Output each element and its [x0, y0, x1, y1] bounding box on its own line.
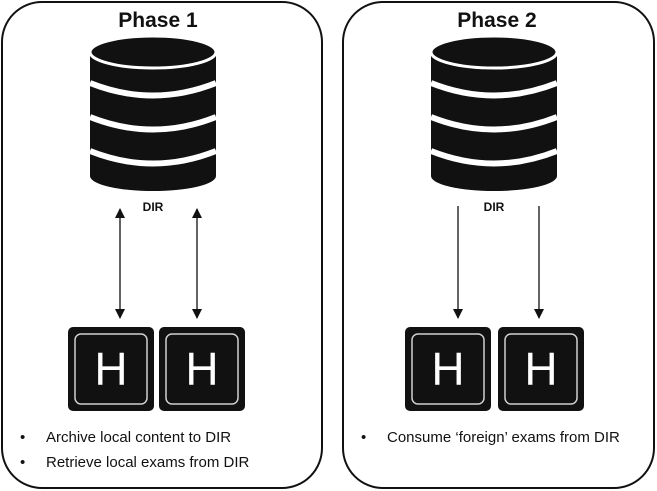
phase-1-panel: Phase 1 DIR H H • Archive local content … [1, 1, 323, 489]
database-icon [88, 34, 218, 191]
h-letter: H [524, 343, 557, 395]
phase-2-panel: Phase 2 DIR H H • Consume ‘foreign’ exam… [342, 1, 655, 489]
phase-2-db-label: DIR [484, 200, 505, 214]
h-letter: H [185, 343, 218, 395]
hospital-h-icon: H [159, 327, 245, 411]
hospital-h-icon: H [498, 327, 584, 411]
phase-2-title: Phase 2 [457, 9, 536, 32]
bullet-symbol: • [20, 429, 25, 446]
database-icon [429, 34, 559, 191]
phase-2-bullet-1: Consume ‘foreign’ exams from DIR [387, 429, 620, 446]
bullet-symbol: • [20, 454, 25, 471]
hospital-h-icon: H [405, 327, 491, 411]
hospital-h-icon: H [68, 327, 154, 411]
bullet-symbol: • [361, 429, 366, 446]
phase-1-bullet-2: Retrieve local exams from DIR [46, 454, 250, 471]
h-letter: H [431, 343, 464, 395]
phase-1-title: Phase 1 [118, 9, 198, 32]
phase-1-bullet-1: Archive local content to DIR [46, 429, 231, 446]
phase-1-db-label: DIR [143, 200, 164, 214]
h-letter: H [94, 343, 127, 395]
